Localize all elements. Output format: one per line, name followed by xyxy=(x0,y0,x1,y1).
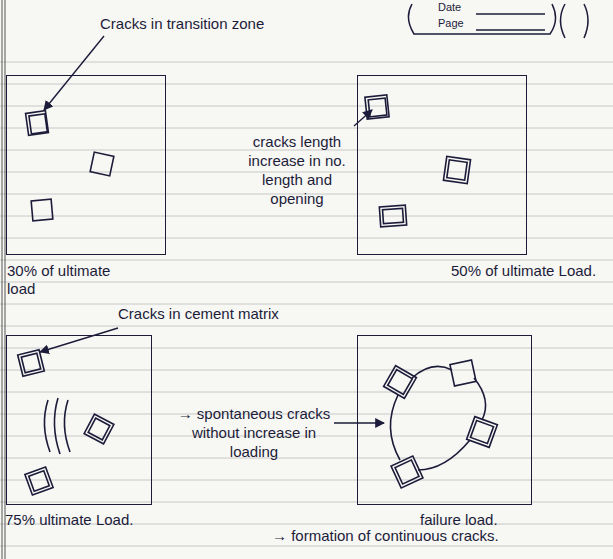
load-caption: 30% of ultimate load xyxy=(7,262,139,298)
load-caption: failure load. xyxy=(420,511,540,529)
crack-squares xyxy=(18,95,498,495)
note-text: cracks length increase in no. length and… xyxy=(236,132,358,208)
date-stamp xyxy=(408,4,588,38)
note-text: → spontaneous cracks without increase in… xyxy=(176,404,332,461)
leader-lines xyxy=(40,36,384,423)
margin-line xyxy=(2,0,5,559)
note-text: Cracks in transition zone xyxy=(100,14,278,33)
stamp-label: Date xyxy=(438,0,478,15)
load-caption: 75% ultimate Load. xyxy=(5,511,165,529)
stage-panel: 30% of ultimate load xyxy=(6,75,166,255)
stage-panel: 50% of ultimate Load. xyxy=(357,75,527,255)
stamp-label: Page xyxy=(438,16,478,31)
stage-panel: 75% ultimate Load. xyxy=(6,335,152,505)
note-text: → formation of continuous cracks. xyxy=(272,526,572,545)
load-caption: 50% of ultimate Load. xyxy=(451,262,609,280)
note-text: Cracks in cement matrix xyxy=(118,304,298,323)
ruled-lines xyxy=(0,62,613,546)
stage-panel: failure load. xyxy=(357,335,532,505)
